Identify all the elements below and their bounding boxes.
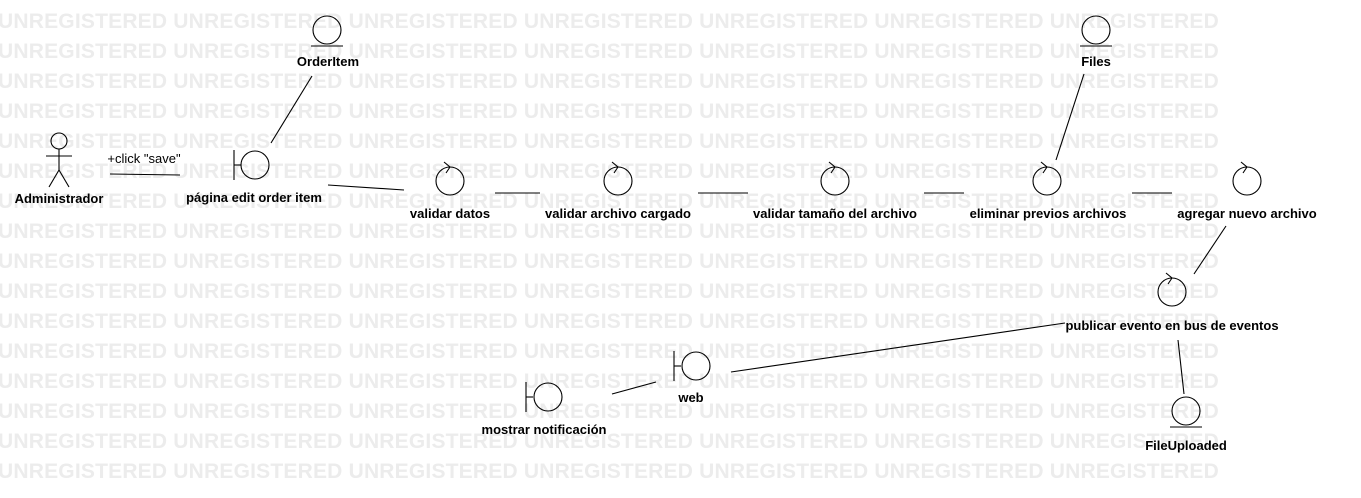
entity-fileuploaded[interactable]: FileUploaded xyxy=(1145,396,1227,453)
boundary-icon xyxy=(673,351,711,381)
entity-icon xyxy=(311,15,343,47)
watermark-row: UNREGISTERED UNREGISTERED UNREGISTERED U… xyxy=(0,461,1219,482)
control-icon xyxy=(820,161,850,196)
watermark-text: UNREGISTERED UNREGISTERED UNREGISTERED U… xyxy=(0,250,1219,273)
boundary-label: página edit order item xyxy=(186,190,322,205)
watermark-text: UNREGISTERED UNREGISTERED UNREGISTERED U… xyxy=(0,220,1219,243)
watermark-text: UNREGISTERED UNREGISTERED UNREGISTERED U… xyxy=(0,40,1219,63)
watermark-text: UNREGISTERED UNREGISTERED UNREGISTERED U… xyxy=(0,70,1219,93)
watermark-row: UNREGISTERED UNREGISTERED UNREGISTERED U… xyxy=(0,401,1219,422)
control-label: eliminar previos archivos xyxy=(970,206,1127,221)
connector-actor-page xyxy=(109,173,181,176)
control-label: agregar nuevo archivo xyxy=(1177,206,1316,221)
connector-page-validate-data xyxy=(327,184,405,191)
watermark-text: UNREGISTERED UNREGISTERED UNREGISTERED U… xyxy=(0,280,1219,303)
boundary-icon xyxy=(233,150,270,180)
connector-publish-fileuploaded xyxy=(1177,339,1185,395)
watermark-text: UNREGISTERED UNREGISTERED UNREGISTERED U… xyxy=(0,190,1219,213)
connectors xyxy=(109,73,1227,395)
entity-label: Files xyxy=(1081,54,1111,69)
watermark-row: UNREGISTERED UNREGISTERED UNREGISTERED U… xyxy=(0,341,1219,362)
boundary-icon xyxy=(525,382,563,412)
connector-web-notification xyxy=(611,381,657,395)
watermark-row: UNREGISTERED UNREGISTERED UNREGISTERED U… xyxy=(0,131,1219,152)
watermark-text: UNREGISTERED UNREGISTERED UNREGISTERED U… xyxy=(0,160,1219,183)
connector-publish-web xyxy=(730,322,1066,373)
actor-administrador[interactable]: Administrador xyxy=(15,132,104,206)
watermark-row: UNREGISTERED UNREGISTERED UNREGISTERED U… xyxy=(0,371,1219,392)
watermark-text: UNREGISTERED UNREGISTERED UNREGISTERED U… xyxy=(0,130,1219,153)
message-click-save: +click "save" xyxy=(107,151,181,166)
boundary-web[interactable]: web xyxy=(673,351,711,405)
control-icon xyxy=(1032,161,1062,196)
watermark-row: UNREGISTERED UNREGISTERED UNREGISTERED U… xyxy=(0,71,1219,92)
watermark-row: UNREGISTERED UNREGISTERED UNREGISTERED U… xyxy=(0,41,1219,62)
control-add-file[interactable]: agregar nuevo archivo xyxy=(1177,161,1317,221)
watermark-row: UNREGISTERED UNREGISTERED UNREGISTERED U… xyxy=(0,311,1219,332)
boundary-label: mostrar notificación xyxy=(482,422,607,437)
connector-add-publish xyxy=(1193,225,1227,275)
entity-label: OrderItem xyxy=(297,54,359,69)
watermark-row: UNREGISTERED UNREGISTERED UNREGISTERED U… xyxy=(0,221,1219,242)
watermark-row: UNREGISTERED UNREGISTERED UNREGISTERED U… xyxy=(0,101,1219,122)
control-validate-size[interactable]: validar tamaño del archivo xyxy=(753,161,917,221)
boundary-edit-page[interactable]: página edit order item xyxy=(186,150,322,205)
control-label: validar archivo cargado xyxy=(545,206,691,221)
watermark-row: UNREGISTERED UNREGISTERED UNREGISTERED U… xyxy=(0,11,1219,32)
control-label: validar datos xyxy=(410,206,490,221)
connector-files-delete xyxy=(1055,73,1085,161)
actor-label: Administrador xyxy=(15,191,104,206)
control-label: validar tamaño del archivo xyxy=(753,206,917,221)
entity-files[interactable]: Files xyxy=(1080,15,1112,69)
connector-page-orderitem xyxy=(270,75,313,144)
watermark-row: UNREGISTERED UNREGISTERED UNREGISTERED U… xyxy=(0,161,1219,182)
control-validate-data[interactable]: validar datos xyxy=(410,161,490,221)
watermark-text: UNREGISTERED UNREGISTERED UNREGISTERED U… xyxy=(0,430,1219,453)
control-icon xyxy=(1232,161,1262,196)
control-publish-event[interactable]: publicar evento en bus de eventos xyxy=(1065,272,1279,333)
watermark-text: UNREGISTERED UNREGISTERED UNREGISTERED U… xyxy=(0,460,1219,483)
watermark-row: UNREGISTERED UNREGISTERED UNREGISTERED U… xyxy=(0,191,1219,212)
watermark-text: UNREGISTERED UNREGISTERED UNREGISTERED U… xyxy=(0,340,1219,363)
watermark-row: UNREGISTERED UNREGISTERED UNREGISTERED U… xyxy=(0,251,1219,272)
watermark-row: UNREGISTERED UNREGISTERED UNREGISTERED U… xyxy=(0,431,1219,452)
control-icon xyxy=(603,161,633,196)
watermark-text: UNREGISTERED UNREGISTERED UNREGISTERED U… xyxy=(0,10,1219,33)
control-icon xyxy=(435,161,465,196)
entity-icon xyxy=(1080,15,1112,47)
control-label: publicar evento en bus de eventos xyxy=(1065,318,1278,333)
watermark-text: UNREGISTERED UNREGISTERED UNREGISTERED U… xyxy=(0,370,1219,393)
watermark-text: UNREGISTERED UNREGISTERED UNREGISTERED U… xyxy=(0,400,1219,423)
watermark-text: UNREGISTERED UNREGISTERED UNREGISTERED U… xyxy=(0,310,1219,333)
control-validate-file[interactable]: validar archivo cargado xyxy=(545,161,691,221)
boundary-label: web xyxy=(677,390,703,405)
watermark-text: UNREGISTERED UNREGISTERED UNREGISTERED U… xyxy=(0,100,1219,123)
entity-icon xyxy=(1170,396,1202,428)
boundary-notification[interactable]: mostrar notificación xyxy=(482,382,607,437)
control-delete-files[interactable]: eliminar previos archivos xyxy=(970,161,1127,221)
watermark-row: UNREGISTERED UNREGISTERED UNREGISTERED U… xyxy=(0,281,1219,302)
control-icon xyxy=(1157,272,1187,307)
actor-icon xyxy=(46,132,72,188)
entity-orderitem[interactable]: OrderItem xyxy=(297,15,359,69)
entity-label: FileUploaded xyxy=(1145,438,1227,453)
